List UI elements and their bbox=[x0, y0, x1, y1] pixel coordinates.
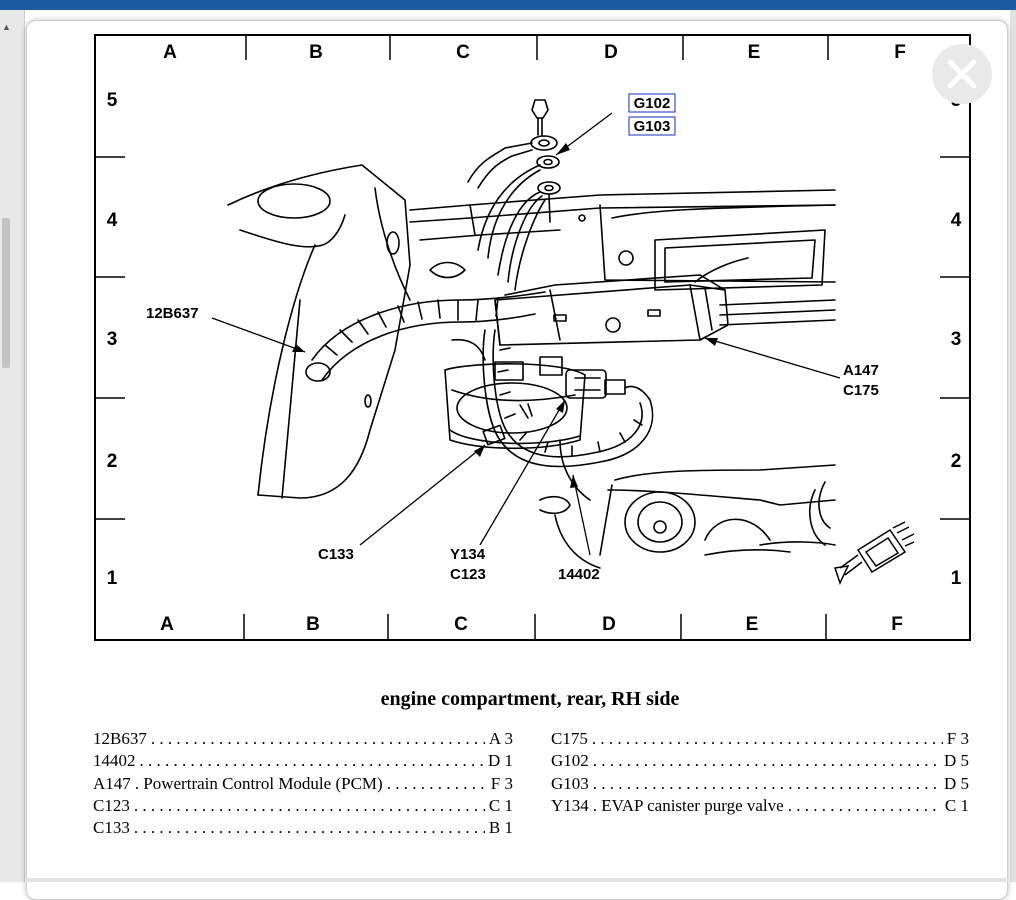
engine-compartment-drawing bbox=[227, 99, 836, 569]
legend-location: C 1 bbox=[944, 795, 969, 815]
scrollbar-thumb[interactable] bbox=[2, 218, 10, 368]
legend-row: 14402 D 1 bbox=[93, 750, 513, 772]
row-label-right: 1 bbox=[951, 568, 962, 589]
legend-desc: . EVAP canister purge valve bbox=[592, 795, 784, 815]
left-scrollbar[interactable]: ▲ bbox=[0, 10, 25, 882]
g103-highlight-box bbox=[628, 116, 676, 136]
legend-code: C133 bbox=[93, 818, 130, 838]
legend-row: 12B637 A 3 bbox=[93, 728, 513, 750]
leader-dots bbox=[593, 750, 940, 772]
legend-row: C175 F 3 bbox=[551, 728, 969, 750]
row-label-left: 5 bbox=[107, 90, 118, 111]
col-label-top: C bbox=[456, 42, 470, 63]
callout-12b637: 12B637 bbox=[146, 305, 199, 322]
row-label-left: 3 bbox=[107, 329, 118, 350]
legend-row: G102 D 5 bbox=[551, 750, 969, 772]
legend-code: G103 bbox=[551, 773, 589, 793]
callout-c133: C133 bbox=[318, 546, 354, 563]
browser-top-bar bbox=[0, 0, 1016, 10]
scroll-up-icon[interactable]: ▲ bbox=[2, 22, 11, 32]
component-legend-right: C175 F 3 G102 D 5 G103 D 5 Y134 . EVAP c… bbox=[551, 728, 969, 817]
col-label-top: F bbox=[894, 42, 906, 63]
col-label-top: D bbox=[604, 42, 618, 63]
col-label-bottom: E bbox=[746, 614, 759, 635]
right-gutter bbox=[1010, 10, 1016, 882]
leader-dots bbox=[151, 728, 485, 750]
row-label-left: 4 bbox=[107, 210, 118, 231]
diagram-caption: engine compartment, rear, RH side bbox=[380, 688, 680, 710]
component-legend-left: 12B637 A 3 14402 D 1 A147 . Powertrain C… bbox=[93, 728, 513, 839]
legend-location: D 1 bbox=[487, 751, 513, 771]
leader-dots bbox=[134, 817, 485, 839]
callout-g102: G102 bbox=[634, 95, 671, 112]
legend-location: F 3 bbox=[946, 729, 969, 748]
row-label-left: 2 bbox=[107, 451, 118, 472]
col-label-top: E bbox=[748, 42, 761, 63]
legend-location: C 1 bbox=[488, 795, 513, 815]
legend-location: A 3 bbox=[488, 729, 513, 748]
diagram-frame bbox=[94, 34, 971, 641]
close-button[interactable] bbox=[932, 44, 992, 104]
grid-ticks bbox=[95, 35, 970, 640]
leader-dots bbox=[592, 728, 943, 750]
col-label-bottom: B bbox=[306, 614, 320, 635]
g102-highlight-box bbox=[628, 93, 676, 113]
col-label-top: A bbox=[163, 42, 177, 63]
legend-desc: . Powertrain Control Module (PCM) bbox=[134, 773, 383, 793]
callout-c175: C175 bbox=[843, 382, 879, 399]
legend-row: Y134 . EVAP canister purge valve C 1 bbox=[551, 795, 969, 817]
col-label-bottom: D bbox=[602, 614, 616, 635]
col-label-bottom: A bbox=[160, 614, 174, 635]
leader-dots bbox=[134, 795, 485, 817]
leader-arrowheads bbox=[292, 143, 718, 488]
row-label-right: 4 bbox=[951, 210, 962, 231]
legend-row: A147 . Powertrain Control Module (PCM) F… bbox=[93, 773, 513, 795]
legend-code: A147 bbox=[93, 773, 131, 793]
close-icon bbox=[947, 59, 977, 89]
legend-row: G103 D 5 bbox=[551, 773, 969, 795]
callout-y134: Y134 bbox=[450, 546, 486, 563]
legend-location: B 1 bbox=[488, 818, 513, 838]
leader-dots bbox=[593, 773, 940, 795]
col-label-top: B bbox=[309, 42, 323, 63]
leader-dots bbox=[788, 795, 941, 817]
legend-row: C123 C 1 bbox=[93, 795, 513, 817]
legend-code: 12B637 bbox=[93, 729, 147, 748]
legend-location: D 5 bbox=[943, 751, 969, 771]
modal-bottom-edge bbox=[26, 878, 1008, 882]
legend-code: C175 bbox=[551, 729, 588, 748]
row-label-right: 3 bbox=[951, 329, 962, 350]
row-label-right: 2 bbox=[951, 451, 962, 472]
leader-dots bbox=[140, 750, 484, 772]
legend-location: F 3 bbox=[490, 773, 513, 793]
col-label-bottom: F bbox=[891, 614, 903, 635]
front-arrow-icon bbox=[834, 521, 915, 586]
legend-code: G102 bbox=[551, 751, 589, 771]
callout-a147: A147 bbox=[843, 362, 879, 379]
leader-dots bbox=[387, 773, 487, 795]
row-label-left: 1 bbox=[107, 568, 118, 589]
legend-code: Y134 bbox=[551, 795, 589, 815]
legend-code: C123 bbox=[93, 795, 130, 815]
legend-row: C133 B 1 bbox=[93, 817, 513, 839]
callout-c123: C123 bbox=[450, 566, 486, 583]
legend-location: D 5 bbox=[943, 773, 969, 793]
legend-code: 14402 bbox=[93, 751, 136, 771]
callout-g103: G103 bbox=[634, 118, 671, 135]
callout-14402: 14402 bbox=[558, 566, 600, 583]
col-label-bottom: C bbox=[454, 614, 468, 635]
